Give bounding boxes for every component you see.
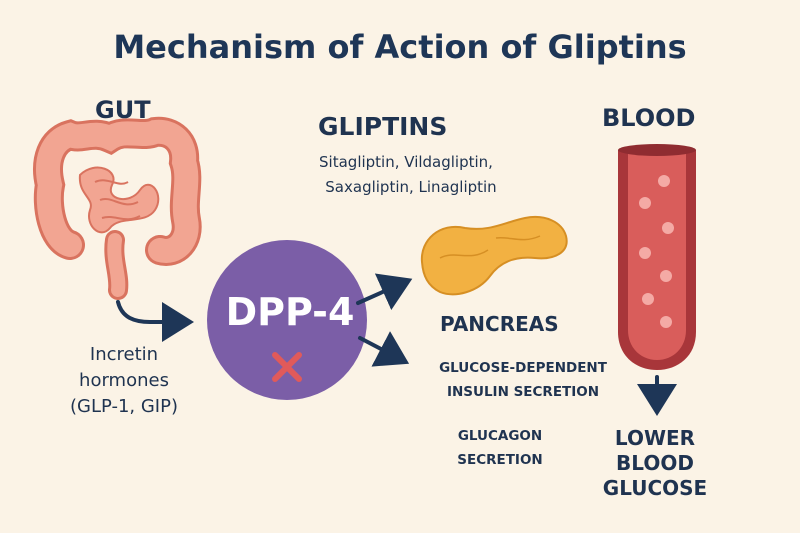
gut-label: GUT <box>95 96 151 124</box>
glucagon-secretion-label: GLUCAGON SECRETION <box>440 424 560 472</box>
intestine-icon <box>33 116 202 300</box>
arrow-dpp4-to-insulin <box>358 331 410 367</box>
pancreas-icon <box>420 216 568 296</box>
result-line-3: GLUCOSE <box>602 476 708 500</box>
incretin-line-3: (GLP-1, GIP) <box>70 396 178 417</box>
glucagon-line-1: GLUCAGON <box>457 428 543 444</box>
gliptins-label: GLIPTINS <box>318 112 448 141</box>
blood-vessel-icon <box>618 144 696 370</box>
insulin-line-1: GLUCOSE-DEPENDENT <box>439 360 607 376</box>
blood-label: BLOOD <box>602 104 696 132</box>
gliptin-drug-list: Sitagliptin, Vildagliptin, Saxagliptin, … <box>296 150 516 200</box>
result-line-2: BLOOD <box>616 451 694 475</box>
dpp4-enzyme-circle <box>207 240 367 400</box>
lower-blood-glucose-label: LOWER BLOOD GLUCOSE <box>590 426 720 501</box>
arrow-gut-to-dpp4 <box>116 300 194 342</box>
glucagon-line-2: SECRETION <box>457 452 543 468</box>
drug-list-line-2: Saxagliptin, Linagliptin <box>325 178 497 196</box>
insulin-line-2: INSULIN SECRETION <box>446 384 600 400</box>
x-mark-icon <box>272 352 302 382</box>
drug-list-line-1: Sitagliptin, Vildagliptin, <box>319 153 493 171</box>
pancreas-label: PANCREAS <box>440 312 559 336</box>
incretin-label: Incretin hormones (GLP-1, GIP) <box>58 342 190 420</box>
incretin-line-1: Incretin <box>89 344 159 365</box>
dpp4-label: DPP-4 <box>225 290 355 334</box>
result-line-1: LOWER <box>614 426 696 450</box>
diagram-title: Mechanism of Action of Gliptins <box>113 28 687 66</box>
incretin-line-2: hormones <box>79 370 169 391</box>
insulin-secretion-label: GLUCOSE-DEPENDENT INSULIN SECRETION <box>418 356 628 404</box>
arrow-dpp4-to-pancreas <box>356 273 413 311</box>
